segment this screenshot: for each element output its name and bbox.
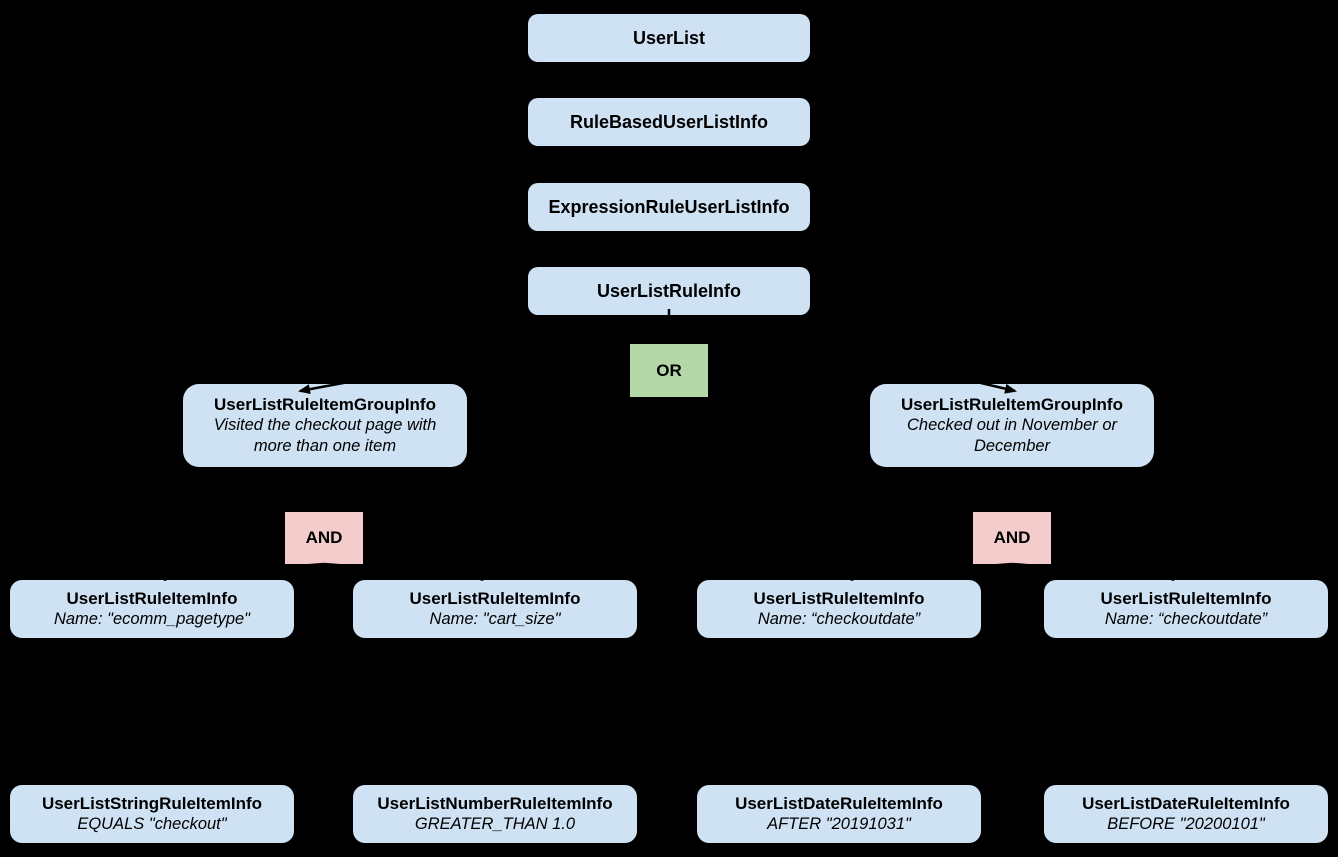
- connector: [841, 562, 1013, 582]
- connector: [323, 562, 493, 582]
- leaf-title: UserListDateRuleItemInfo: [1082, 794, 1290, 813]
- node-label: RuleBasedUserListInfo: [569, 111, 769, 132]
- and-operator-right: AND: [973, 512, 1051, 564]
- group-description: Visited the checkout page with more than…: [213, 416, 437, 455]
- node-number-rule-item-info: UserListNumberRuleItemInfo GREATER_THAN …: [353, 785, 637, 843]
- group-description: Checked out in November or December: [906, 416, 1118, 455]
- node-userlist: UserList: [528, 14, 810, 62]
- leaf-detail: EQUALS "checkout": [77, 815, 227, 833]
- node-rule-item-checkoutdate-after: UserListRuleItemInfo Name: “checkoutdate…: [697, 580, 981, 638]
- and-operator-left: AND: [285, 512, 363, 564]
- node-label: UserListRuleInfo: [596, 280, 742, 301]
- leaf-detail: Name: "ecomm_pagetype": [53, 610, 251, 628]
- group-title: UserListRuleItemGroupInfo: [901, 395, 1123, 414]
- node-date-rule-item-info-before: UserListDateRuleItemInfo BEFORE "2020010…: [1044, 785, 1328, 843]
- or-label: OR: [656, 360, 682, 380]
- group-title: UserListRuleItemGroupInfo: [214, 395, 436, 414]
- node-rule-item-group-left: UserListRuleItemGroupInfo Visited the ch…: [183, 384, 467, 467]
- connector: [154, 562, 325, 582]
- leaf-detail: Name: “checkoutdate”: [757, 610, 921, 628]
- node-rule-item-ecomm-pagetype: UserListRuleItemInfo Name: "ecomm_pagety…: [10, 580, 294, 638]
- node-rule-based-user-list-info: RuleBasedUserListInfo: [528, 98, 810, 146]
- node-rule-item-checkoutdate-before: UserListRuleItemInfo Name: “checkoutdate…: [1044, 580, 1328, 638]
- leaf-detail: AFTER "20191031": [767, 815, 911, 833]
- leaf-title: UserListRuleItemInfo: [1100, 589, 1272, 608]
- and-label: AND: [305, 528, 343, 547]
- node-user-list-rule-info: UserListRuleInfo: [528, 267, 810, 315]
- and-label: AND: [993, 528, 1031, 547]
- leaf-title: UserListDateRuleItemInfo: [735, 794, 943, 813]
- node-expression-rule-user-list-info: ExpressionRuleUserListInfo: [528, 183, 810, 231]
- node-string-rule-item-info: UserListStringRuleItemInfo EQUALS "check…: [10, 785, 294, 843]
- leaf-title: UserListStringRuleItemInfo: [41, 794, 263, 813]
- leaf-detail: Name: “checkoutdate”: [1104, 610, 1268, 628]
- node-rule-item-cart-size: UserListRuleItemInfo Name: "cart_size": [353, 580, 637, 638]
- node-label: ExpressionRuleUserListInfo: [548, 196, 790, 217]
- connector: [1011, 562, 1184, 582]
- leaf-detail: GREATER_THAN 1.0: [414, 815, 576, 833]
- or-operator: OR: [630, 344, 708, 397]
- leaf-detail: Name: "cart_size": [429, 610, 561, 628]
- leaf-title: UserListRuleItemInfo: [409, 589, 581, 608]
- leaf-title: UserListRuleItemInfo: [66, 589, 238, 608]
- node-label: UserList: [632, 27, 706, 48]
- leaf-title: UserListNumberRuleItemInfo: [377, 794, 613, 813]
- leaf-title: UserListRuleItemInfo: [753, 589, 925, 608]
- leaf-detail: BEFORE "20200101": [1107, 815, 1265, 833]
- node-rule-item-group-right: UserListRuleItemGroupInfo Checked out in…: [870, 384, 1154, 467]
- node-date-rule-item-info-after: UserListDateRuleItemInfo AFTER "20191031…: [697, 785, 981, 843]
